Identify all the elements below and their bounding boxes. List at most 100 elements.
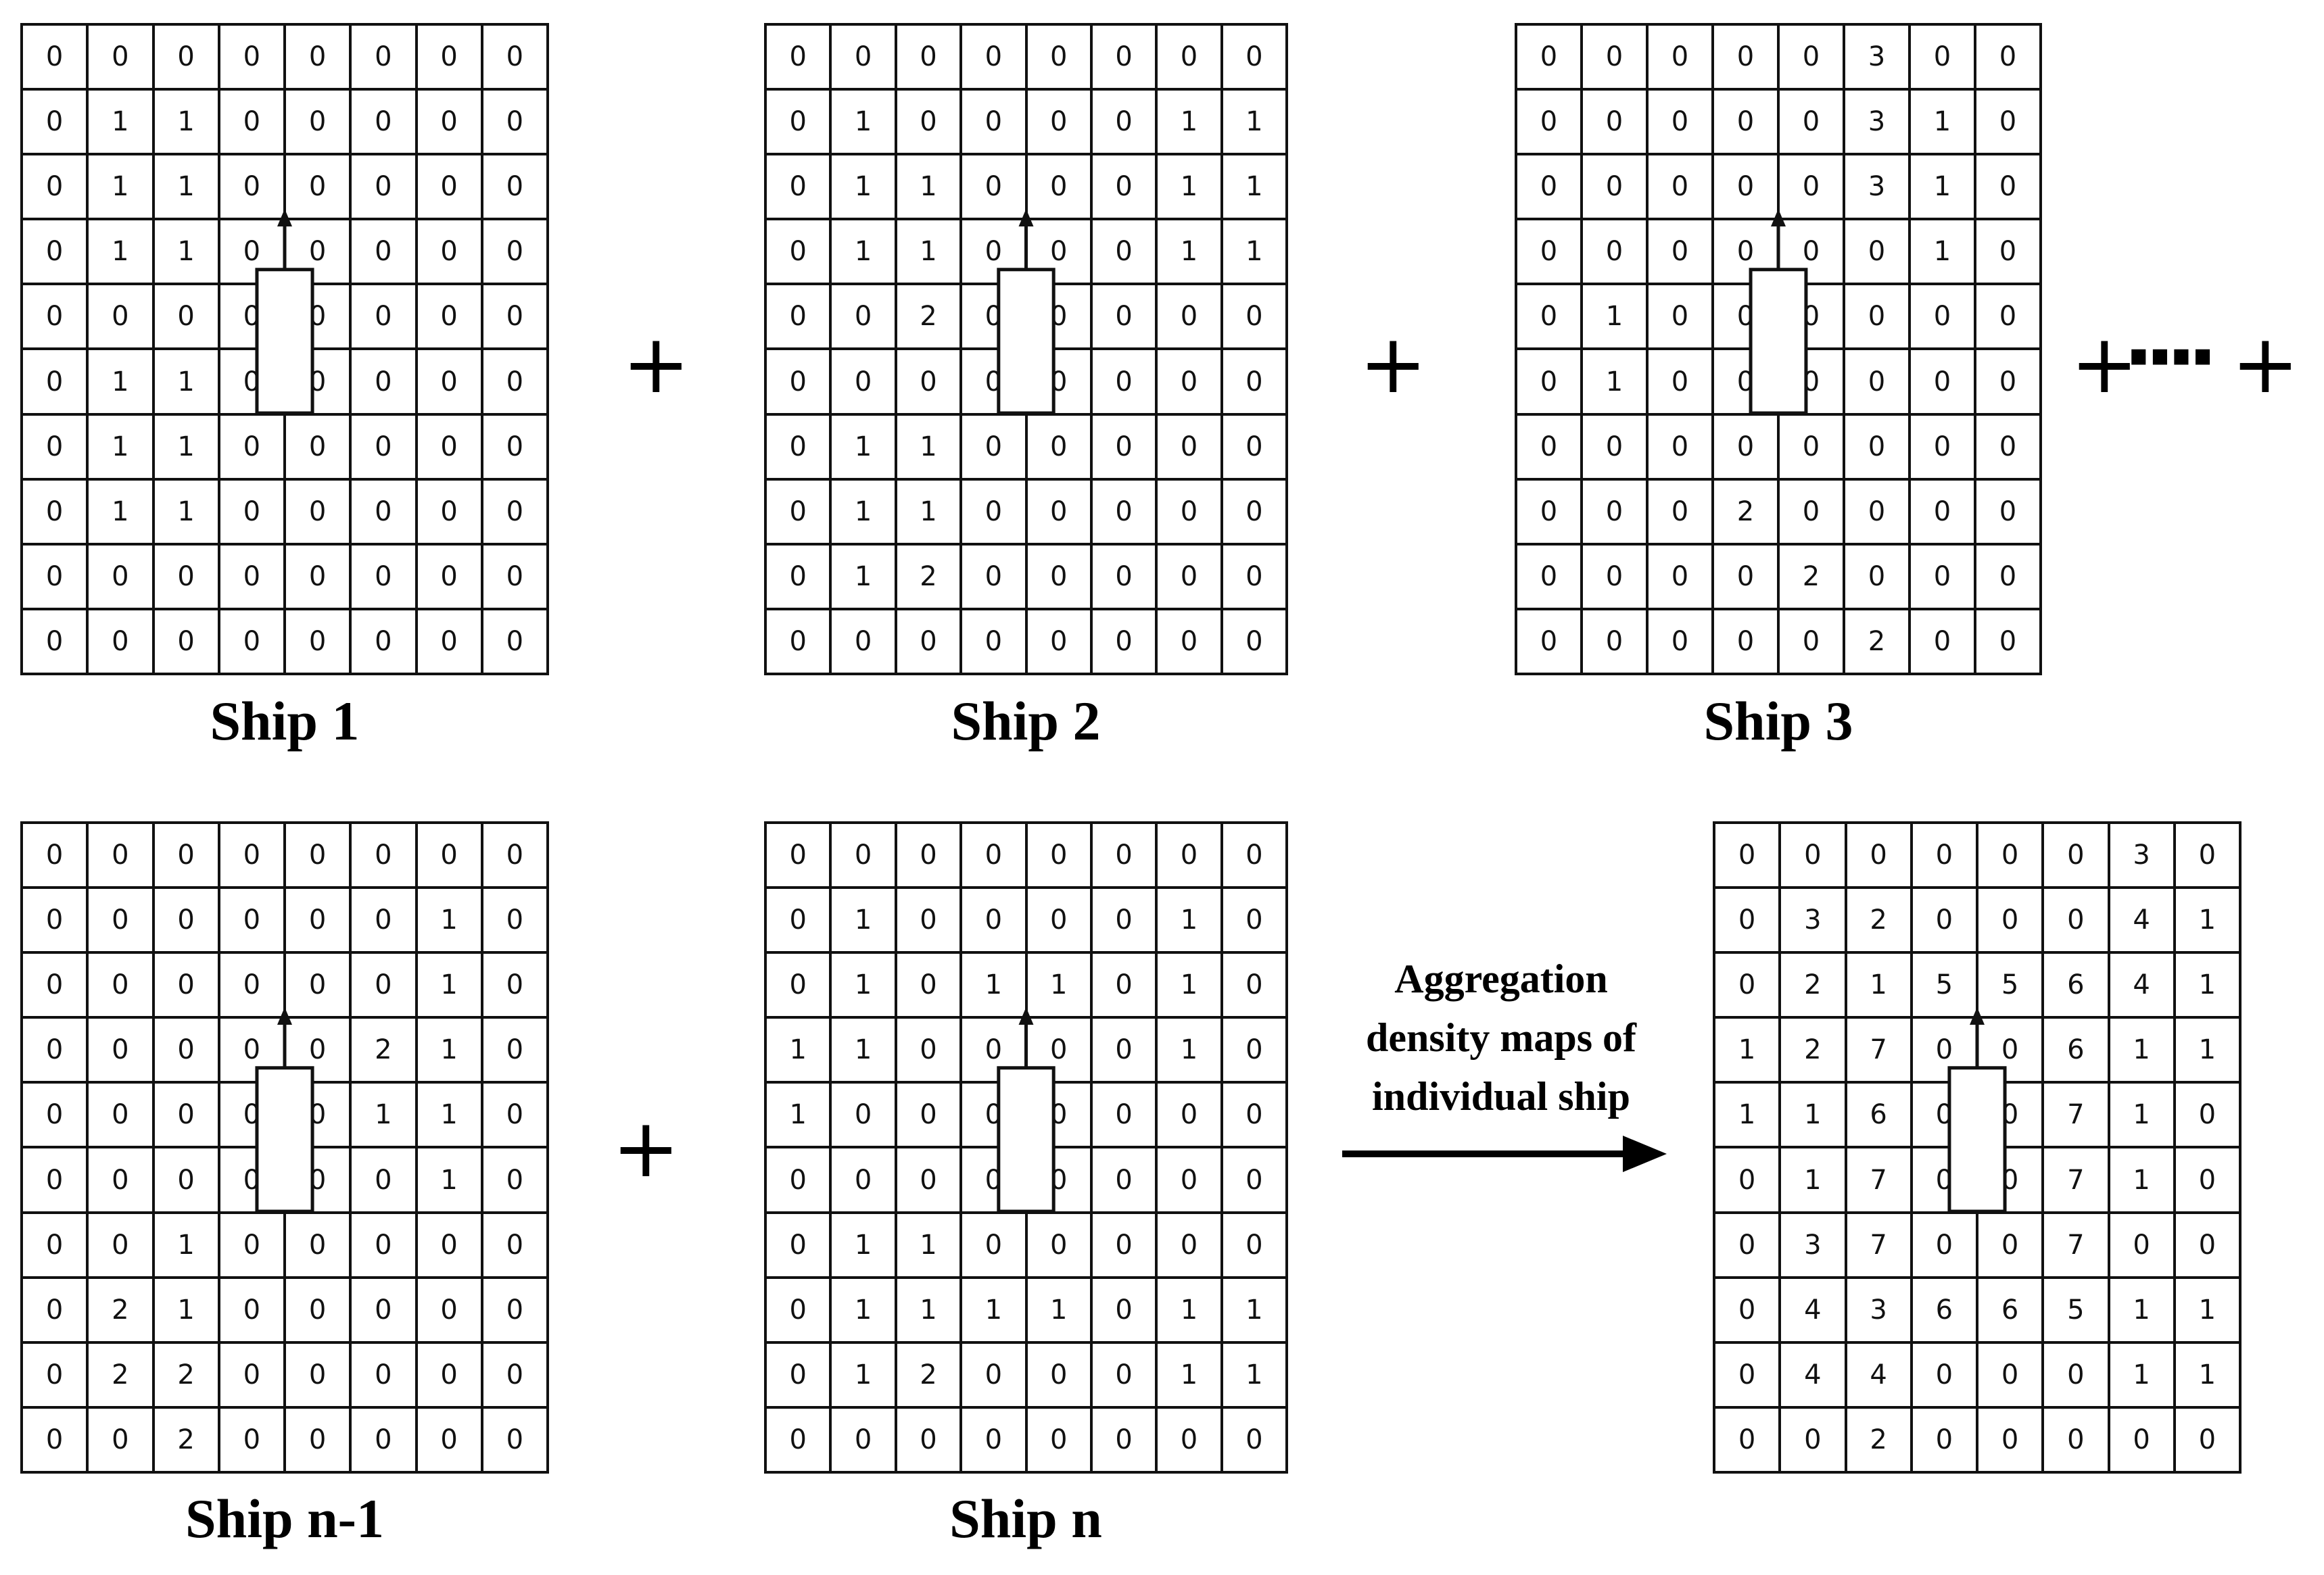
grid-cell: 0 [1089, 821, 1158, 890]
grid-cell: 0 [1712, 1340, 1782, 1409]
grid-cell: 0 [1974, 412, 2042, 481]
grid-cell: 0 [283, 1276, 352, 1344]
grid-cell: 0 [894, 607, 963, 676]
grid-cell: 0 [480, 1016, 550, 1084]
grid-cell: 0 [829, 347, 897, 416]
grid-cell: 0 [1220, 951, 1289, 1019]
grid-cell: 0 [1155, 607, 1223, 676]
grid-cell: 1 [1908, 218, 1976, 286]
grid-cell: 7 [1844, 1146, 1913, 1214]
grid-cell: 1 [86, 218, 155, 286]
grid-cell: 0 [1974, 347, 2042, 416]
grid-cell: 0 [20, 153, 89, 221]
grid-cell: 0 [763, 1340, 832, 1409]
grid-cell: 7 [2041, 1146, 2110, 1214]
grid-cell: 0 [1089, 542, 1158, 610]
grid-cell: 0 [763, 1405, 832, 1474]
grid-cell: 0 [1646, 542, 1714, 610]
grid-cell: 1 [414, 1016, 483, 1084]
grid-cell: 0 [414, 153, 483, 221]
ship-outline [255, 1066, 314, 1213]
grid-cell: 0 [959, 886, 1028, 954]
grid-cell: 0 [1089, 1340, 1158, 1409]
grid-cell: 0 [1024, 153, 1093, 221]
grid-cell: 0 [1515, 283, 1583, 351]
grid-cell: 5 [2041, 1276, 2110, 1344]
grid-cell: 0 [283, 218, 352, 286]
grid-cell: 0 [217, 477, 287, 546]
grid-cell: 0 [414, 88, 483, 156]
grid-cell: 0 [414, 477, 483, 546]
grid-cell: 0 [894, 1081, 963, 1149]
grid-cell: 0 [283, 153, 352, 221]
ship-footprint [255, 209, 314, 415]
grid-cell: 0 [1155, 821, 1223, 890]
grid-cell: 1 [894, 153, 963, 221]
grid-cell: 2 [1777, 542, 1845, 610]
aggregation-label: Aggregation density maps of individual s… [1312, 950, 1690, 1126]
grid-cell: 0 [283, 607, 352, 676]
grid-cell: 1 [829, 1276, 897, 1344]
grid-cell: 0 [959, 88, 1028, 156]
grid-cell: 0 [1580, 542, 1649, 610]
grid-cell: 0 [20, 1211, 89, 1279]
grid-cell: 0 [1220, 1405, 1289, 1474]
grid-cell: 1 [1155, 951, 1223, 1019]
grid-cell: 0 [151, 22, 220, 91]
grid-cell: 0 [349, 821, 418, 890]
grid-cell: 0 [480, 88, 550, 156]
grid-cell: 0 [1908, 542, 1976, 610]
grid-cell: 1 [829, 153, 897, 221]
grid-cell: 2 [894, 542, 963, 610]
grid-cell: 0 [480, 347, 550, 416]
grid-cell: 0 [1515, 88, 1583, 156]
grid-cell: 0 [763, 607, 832, 676]
grid-cell: 0 [1515, 22, 1583, 91]
grid-cell: 1 [829, 542, 897, 610]
grid-cell: 0 [763, 1146, 832, 1214]
grid-cell: 0 [829, 22, 897, 91]
grid-cell: 0 [1975, 821, 2045, 890]
grid-cell: 0 [1220, 347, 1289, 416]
grid-cell: 0 [1089, 477, 1158, 546]
grid-cell: 0 [480, 1405, 550, 1474]
grid-cell: 1 [894, 412, 963, 481]
heading-arrow-icon [1771, 209, 1786, 227]
aggregation-label-line-2: density maps of [1365, 1015, 1637, 1060]
grid-cell: 0 [480, 1081, 550, 1149]
grid-cell: 1 [151, 1211, 220, 1279]
grid-cell: 0 [959, 22, 1028, 91]
grid-cell: 0 [217, 412, 287, 481]
grid-cell: 1 [1778, 1146, 1847, 1214]
grid-cell: 0 [151, 283, 220, 351]
ship-footprint [997, 1007, 1056, 1213]
grid-cell: 0 [1220, 1211, 1289, 1279]
grid-cell: 0 [86, 607, 155, 676]
grid-cell: 0 [894, 821, 963, 890]
plus-sign-4: + [2231, 318, 2300, 412]
grid-cell: 0 [414, 347, 483, 416]
grid-cell: 2 [151, 1340, 220, 1409]
caption-ship-n-1: Ship n-1 [185, 1488, 384, 1549]
grid-cell: 2 [894, 283, 963, 351]
grid-cell: 0 [1844, 821, 1913, 890]
grid-cell: 0 [414, 1211, 483, 1279]
grid-cell: 0 [480, 542, 550, 610]
grid-cell: 0 [1024, 412, 1093, 481]
aggregation-label-line-1: Aggregation [1394, 956, 1608, 1001]
grid-cell: 1 [151, 1276, 220, 1344]
heading-arrow-icon [277, 1007, 292, 1025]
grid-cell: 0 [1777, 153, 1845, 221]
ship-footprint [1947, 1007, 2007, 1213]
